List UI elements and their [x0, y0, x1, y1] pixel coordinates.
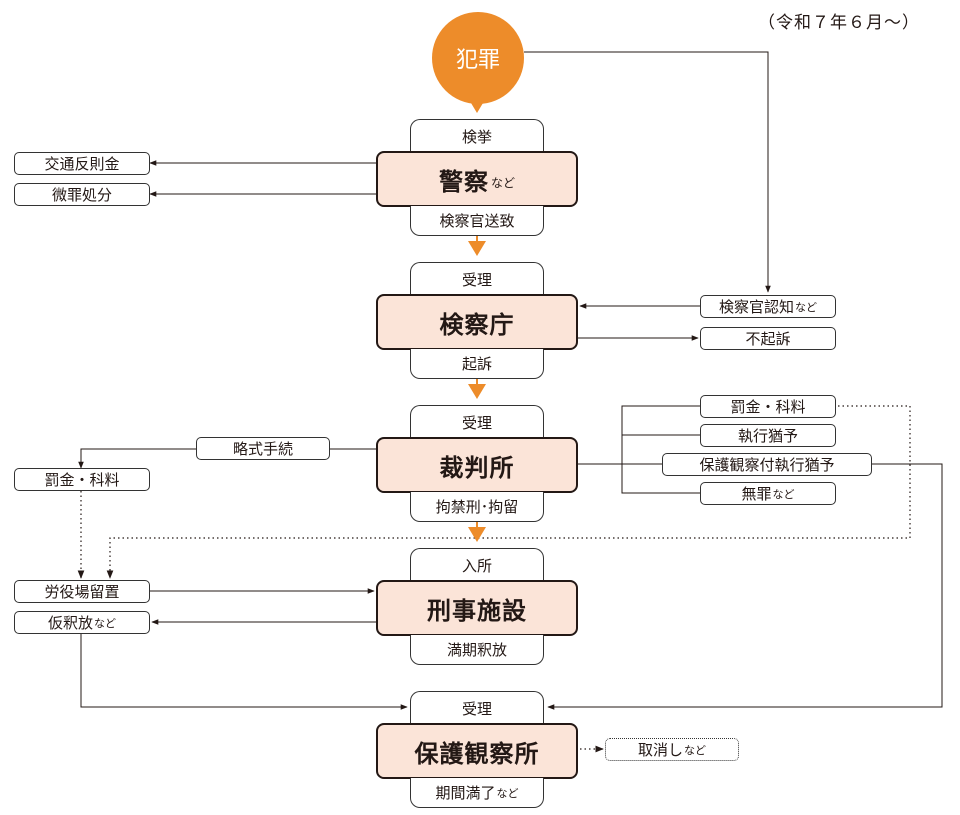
parole-box: 仮釈放など: [14, 611, 150, 634]
probation-top-label: 受理: [410, 691, 544, 724]
police-name: 警察: [438, 167, 489, 196]
probation-bottom-suffix: など: [496, 786, 519, 800]
cognizance-label: 検察官認知: [718, 298, 794, 316]
parole-suffix: など: [94, 616, 116, 630]
police-suffix: など: [490, 176, 515, 190]
parole-label: 仮釈放: [47, 614, 93, 632]
minor-offense-box: 微罪処分: [14, 183, 150, 206]
date-note: （令和７年６月〜）: [758, 13, 920, 33]
summary-fine-box: 罰金・科料: [14, 468, 150, 491]
police-top-label: 検挙: [410, 119, 544, 152]
probation-box: 保護観察所: [376, 723, 578, 779]
prosecutor-bottom-label: 起訴: [410, 349, 544, 379]
revocation-label: 取消し: [637, 741, 683, 759]
cognizance-suffix: など: [795, 300, 817, 314]
facility-top-label: 入所: [410, 548, 544, 581]
probation-bottom-label: 期間満了など: [410, 778, 544, 808]
cognizance-box: 検察官認知など: [700, 295, 836, 318]
summary-procedure-box: 略式手続: [196, 437, 330, 460]
revocation-suffix: など: [684, 743, 706, 757]
suspended-sentence-box: 執行猶予: [700, 424, 836, 447]
acquittal-box: 無罪など: [700, 482, 836, 505]
probation-bottom-text: 期間満了: [435, 784, 496, 802]
court-bottom-label: 拘禁刑･拘留: [410, 492, 544, 522]
facility-box: 刑事施設: [376, 580, 578, 636]
prosecutor-top-label: 受理: [410, 262, 544, 295]
court-top-label: 受理: [410, 405, 544, 438]
traffic-fine-box: 交通反則金: [14, 152, 150, 175]
crime-node: 犯罪: [432, 12, 524, 104]
acquittal-label: 無罪: [741, 485, 772, 503]
non-prosecution-box: 不起訴: [700, 327, 836, 350]
probation-suspended-box: 保護観察付執行猶予: [662, 453, 872, 476]
court-fine-box: 罰金・科料: [700, 395, 836, 418]
prosecutor-box: 検察庁: [376, 294, 578, 350]
court-box: 裁判所: [376, 437, 578, 493]
police-bottom-label: 検察官送致: [410, 206, 544, 236]
facility-bottom-label: 満期釈放: [410, 635, 544, 665]
police-box: 警察など: [376, 151, 578, 207]
revocation-box: 取消しなど: [605, 738, 739, 761]
workhouse-box: 労役場留置: [14, 580, 150, 603]
acquittal-suffix: など: [772, 487, 795, 501]
